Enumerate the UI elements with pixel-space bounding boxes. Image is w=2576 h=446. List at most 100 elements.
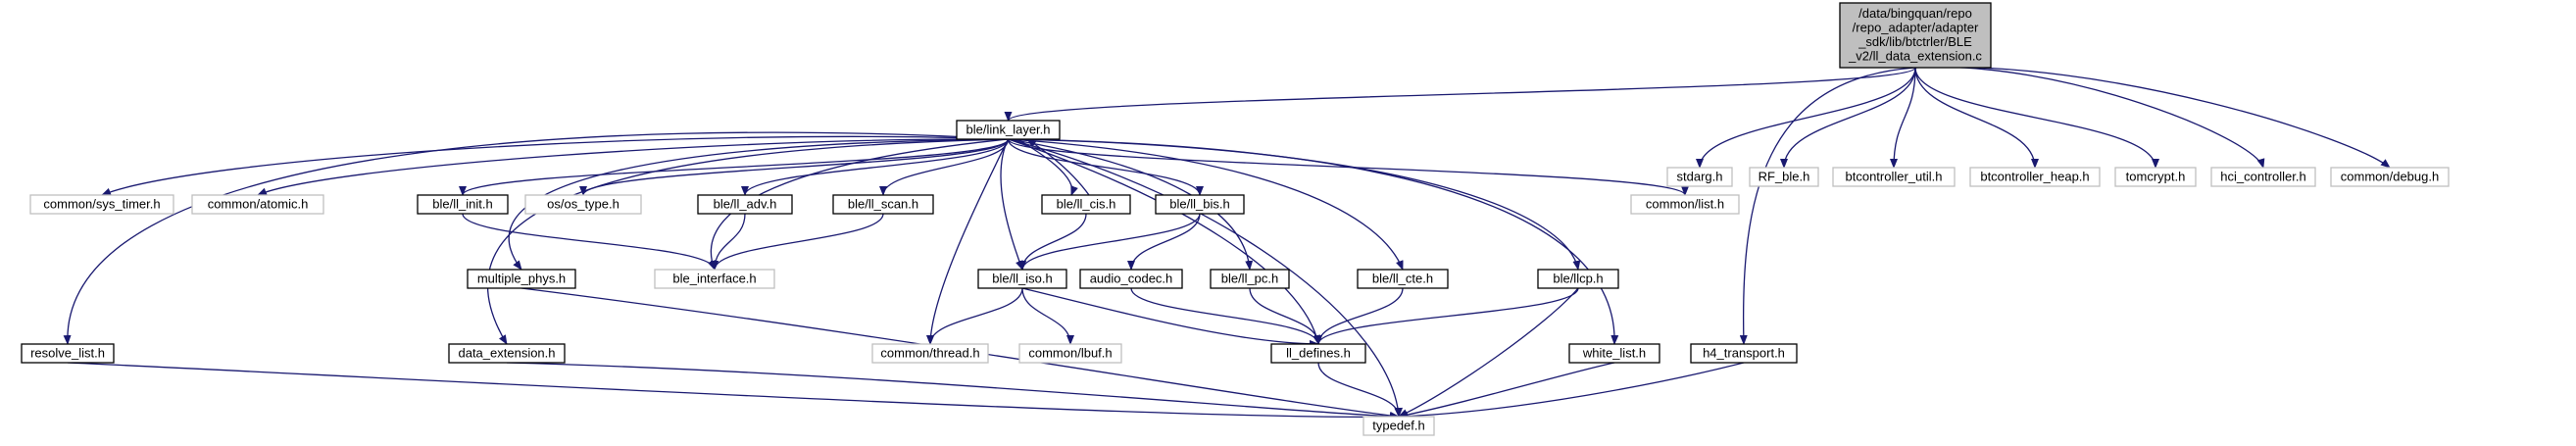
node-box bbox=[2114, 167, 2197, 187]
node-label: ble/ll_cis.h bbox=[1057, 196, 1116, 211]
node-ll-pc[interactable]: ble/ll_pc.h bbox=[1210, 269, 1290, 289]
node-label: common/lbuf.h bbox=[1028, 345, 1112, 360]
node-box bbox=[871, 343, 989, 364]
edge-link-layer-to-atomic bbox=[257, 138, 1009, 196]
node-box bbox=[524, 194, 642, 215]
node-hci-controller: hci_controller.h bbox=[2210, 167, 2316, 187]
edge-ll-bis-to-audio-codec bbox=[1127, 213, 1201, 271]
node-label: tomcrypt.h bbox=[2126, 169, 2186, 183]
edge-root-to-h4-transport bbox=[1739, 67, 1916, 345]
node-box bbox=[1357, 269, 1449, 289]
edge-link-layer-to-ll-defines bbox=[1008, 138, 1321, 345]
node-rf-ble: RF_ble.h bbox=[1749, 167, 1819, 187]
node-multiple-phys[interactable]: multiple_phys.h bbox=[467, 269, 576, 289]
node-box bbox=[1666, 167, 1733, 187]
node-label: stdarg.h bbox=[1677, 169, 1723, 183]
edge-link-layer-to-ll-scan bbox=[879, 138, 1010, 196]
edge-ll-init-to-ble-interface bbox=[462, 213, 718, 271]
edge-audio-codec-to-ll-defines bbox=[1130, 287, 1322, 345]
node-ll-init[interactable]: ble/ll_init.h bbox=[417, 194, 509, 215]
node-ll-bis[interactable]: ble/ll_bis.h bbox=[1155, 194, 1245, 215]
node-label: h4_transport.h bbox=[1703, 345, 1785, 360]
node-common-list: common/list.h bbox=[1630, 194, 1740, 215]
edge-root-to-link-layer bbox=[1004, 67, 1916, 122]
node-audio-codec[interactable]: audio_codec.h bbox=[1079, 269, 1183, 289]
node-ll-defines[interactable]: ll_defines.h bbox=[1270, 343, 1366, 364]
edge-root-to-common-debug bbox=[1914, 66, 2391, 169]
node-label: ble/llcp.h bbox=[1553, 271, 1603, 285]
node-common-debug: common/debug.h bbox=[2330, 167, 2450, 187]
node-label: ble_interface.h bbox=[672, 271, 756, 285]
edge-ll-defines-to-typedef bbox=[1317, 362, 1403, 418]
edge-root-to-btcontroller-heap bbox=[1914, 67, 2039, 169]
edge-link-layer-to-sys-timer bbox=[101, 135, 1009, 196]
edge-link-layer-to-ll-bis bbox=[1007, 138, 1204, 196]
node-box bbox=[1210, 269, 1290, 289]
node-resolve-list[interactable]: resolve_list.h bbox=[21, 343, 115, 364]
edge-ll-pc-to-ll-defines bbox=[1249, 287, 1322, 345]
node-label: ble/link_layer.h bbox=[966, 122, 1051, 136]
node-label: /repo_adapter/adapter bbox=[1853, 21, 1979, 35]
node-common-thread: common/thread.h bbox=[871, 343, 989, 364]
node-label: _sdk/lib/btctrler/BLE bbox=[1858, 34, 1972, 49]
node-label: ll_defines.h bbox=[1286, 345, 1351, 360]
node-box bbox=[832, 194, 934, 215]
node-llcp[interactable]: ble/llcp.h bbox=[1537, 269, 1619, 289]
node-data-extension[interactable]: data_extension.h bbox=[448, 343, 566, 364]
node-box bbox=[29, 194, 174, 215]
node-label: os/os_type.h bbox=[547, 196, 619, 211]
edge-link-layer-to-os-type bbox=[579, 138, 1010, 196]
node-box bbox=[448, 343, 566, 364]
node-label: common/atomic.h bbox=[208, 196, 309, 211]
node-label: ble/ll_scan.h bbox=[848, 196, 918, 211]
node-root[interactable]: /data/bingquan/repo/repo_adapter/adapter… bbox=[1839, 2, 1992, 69]
node-label: common/list.h bbox=[1646, 196, 1724, 211]
node-box bbox=[697, 194, 793, 215]
node-label: resolve_list.h bbox=[30, 345, 105, 360]
node-h4-transport[interactable]: h4_transport.h bbox=[1690, 343, 1798, 364]
node-white-list[interactable]: white_list.h bbox=[1568, 343, 1660, 364]
node-box bbox=[1079, 269, 1183, 289]
node-box bbox=[654, 269, 775, 289]
node-box bbox=[977, 269, 1067, 289]
node-ll-adv[interactable]: ble/ll_adv.h bbox=[697, 194, 793, 215]
node-label: RF_ble.h bbox=[1759, 169, 1810, 183]
node-label: audio_codec.h bbox=[1090, 271, 1173, 285]
node-ll-scan[interactable]: ble/ll_scan.h bbox=[832, 194, 934, 215]
edge-ll-adv-to-ble-interface bbox=[711, 213, 746, 271]
edge-root-to-stdarg bbox=[1696, 67, 1916, 169]
node-btcontroller-heap: btcontroller_heap.h bbox=[1969, 167, 2101, 187]
node-sys-timer: common/sys_timer.h bbox=[29, 194, 174, 215]
node-ble-interface: ble_interface.h bbox=[654, 269, 775, 289]
node-link-layer[interactable]: ble/link_layer.h bbox=[956, 120, 1061, 140]
node-ll-cis[interactable]: ble/ll_cis.h bbox=[1041, 194, 1131, 215]
node-box bbox=[1362, 416, 1435, 436]
node-box bbox=[1839, 2, 1992, 69]
node-label: typedef.h bbox=[1372, 418, 1425, 432]
node-label: multiple_phys.h bbox=[477, 271, 566, 285]
edge-resolve-list-to-typedef bbox=[67, 362, 1400, 421]
edge-link-layer-to-resolve-list bbox=[63, 131, 1009, 345]
edge-link-layer-to-common-thread bbox=[926, 138, 1010, 345]
node-tomcrypt: tomcrypt.h bbox=[2114, 167, 2197, 187]
node-box bbox=[191, 194, 324, 215]
edge-link-layer-to-typedef bbox=[1008, 138, 1403, 418]
node-ll-cte[interactable]: ble/ll_cte.h bbox=[1357, 269, 1449, 289]
node-box bbox=[1155, 194, 1245, 215]
node-label: white_list.h bbox=[1582, 345, 1646, 360]
node-box bbox=[1568, 343, 1660, 364]
edge-root-to-tomcrypt bbox=[1914, 67, 2159, 169]
edge-root-to-rf-ble bbox=[1780, 67, 1916, 169]
node-label: _v2/ll_data_extension.c bbox=[1848, 49, 1982, 64]
edge-link-layer-to-ll-cte bbox=[1008, 138, 1404, 271]
node-box bbox=[1749, 167, 1819, 187]
node-ll-iso[interactable]: ble/ll_iso.h bbox=[977, 269, 1067, 289]
node-box bbox=[1537, 269, 1619, 289]
node-box bbox=[956, 120, 1061, 140]
node-label: data_extension.h bbox=[458, 345, 555, 360]
edge-llcp-to-typedef bbox=[1398, 287, 1579, 418]
node-typedef: typedef.h bbox=[1362, 416, 1435, 436]
node-stdarg: stdarg.h bbox=[1666, 167, 1733, 187]
node-common-lbuf: common/lbuf.h bbox=[1018, 343, 1122, 364]
edge-white-list-to-typedef bbox=[1398, 362, 1615, 420]
